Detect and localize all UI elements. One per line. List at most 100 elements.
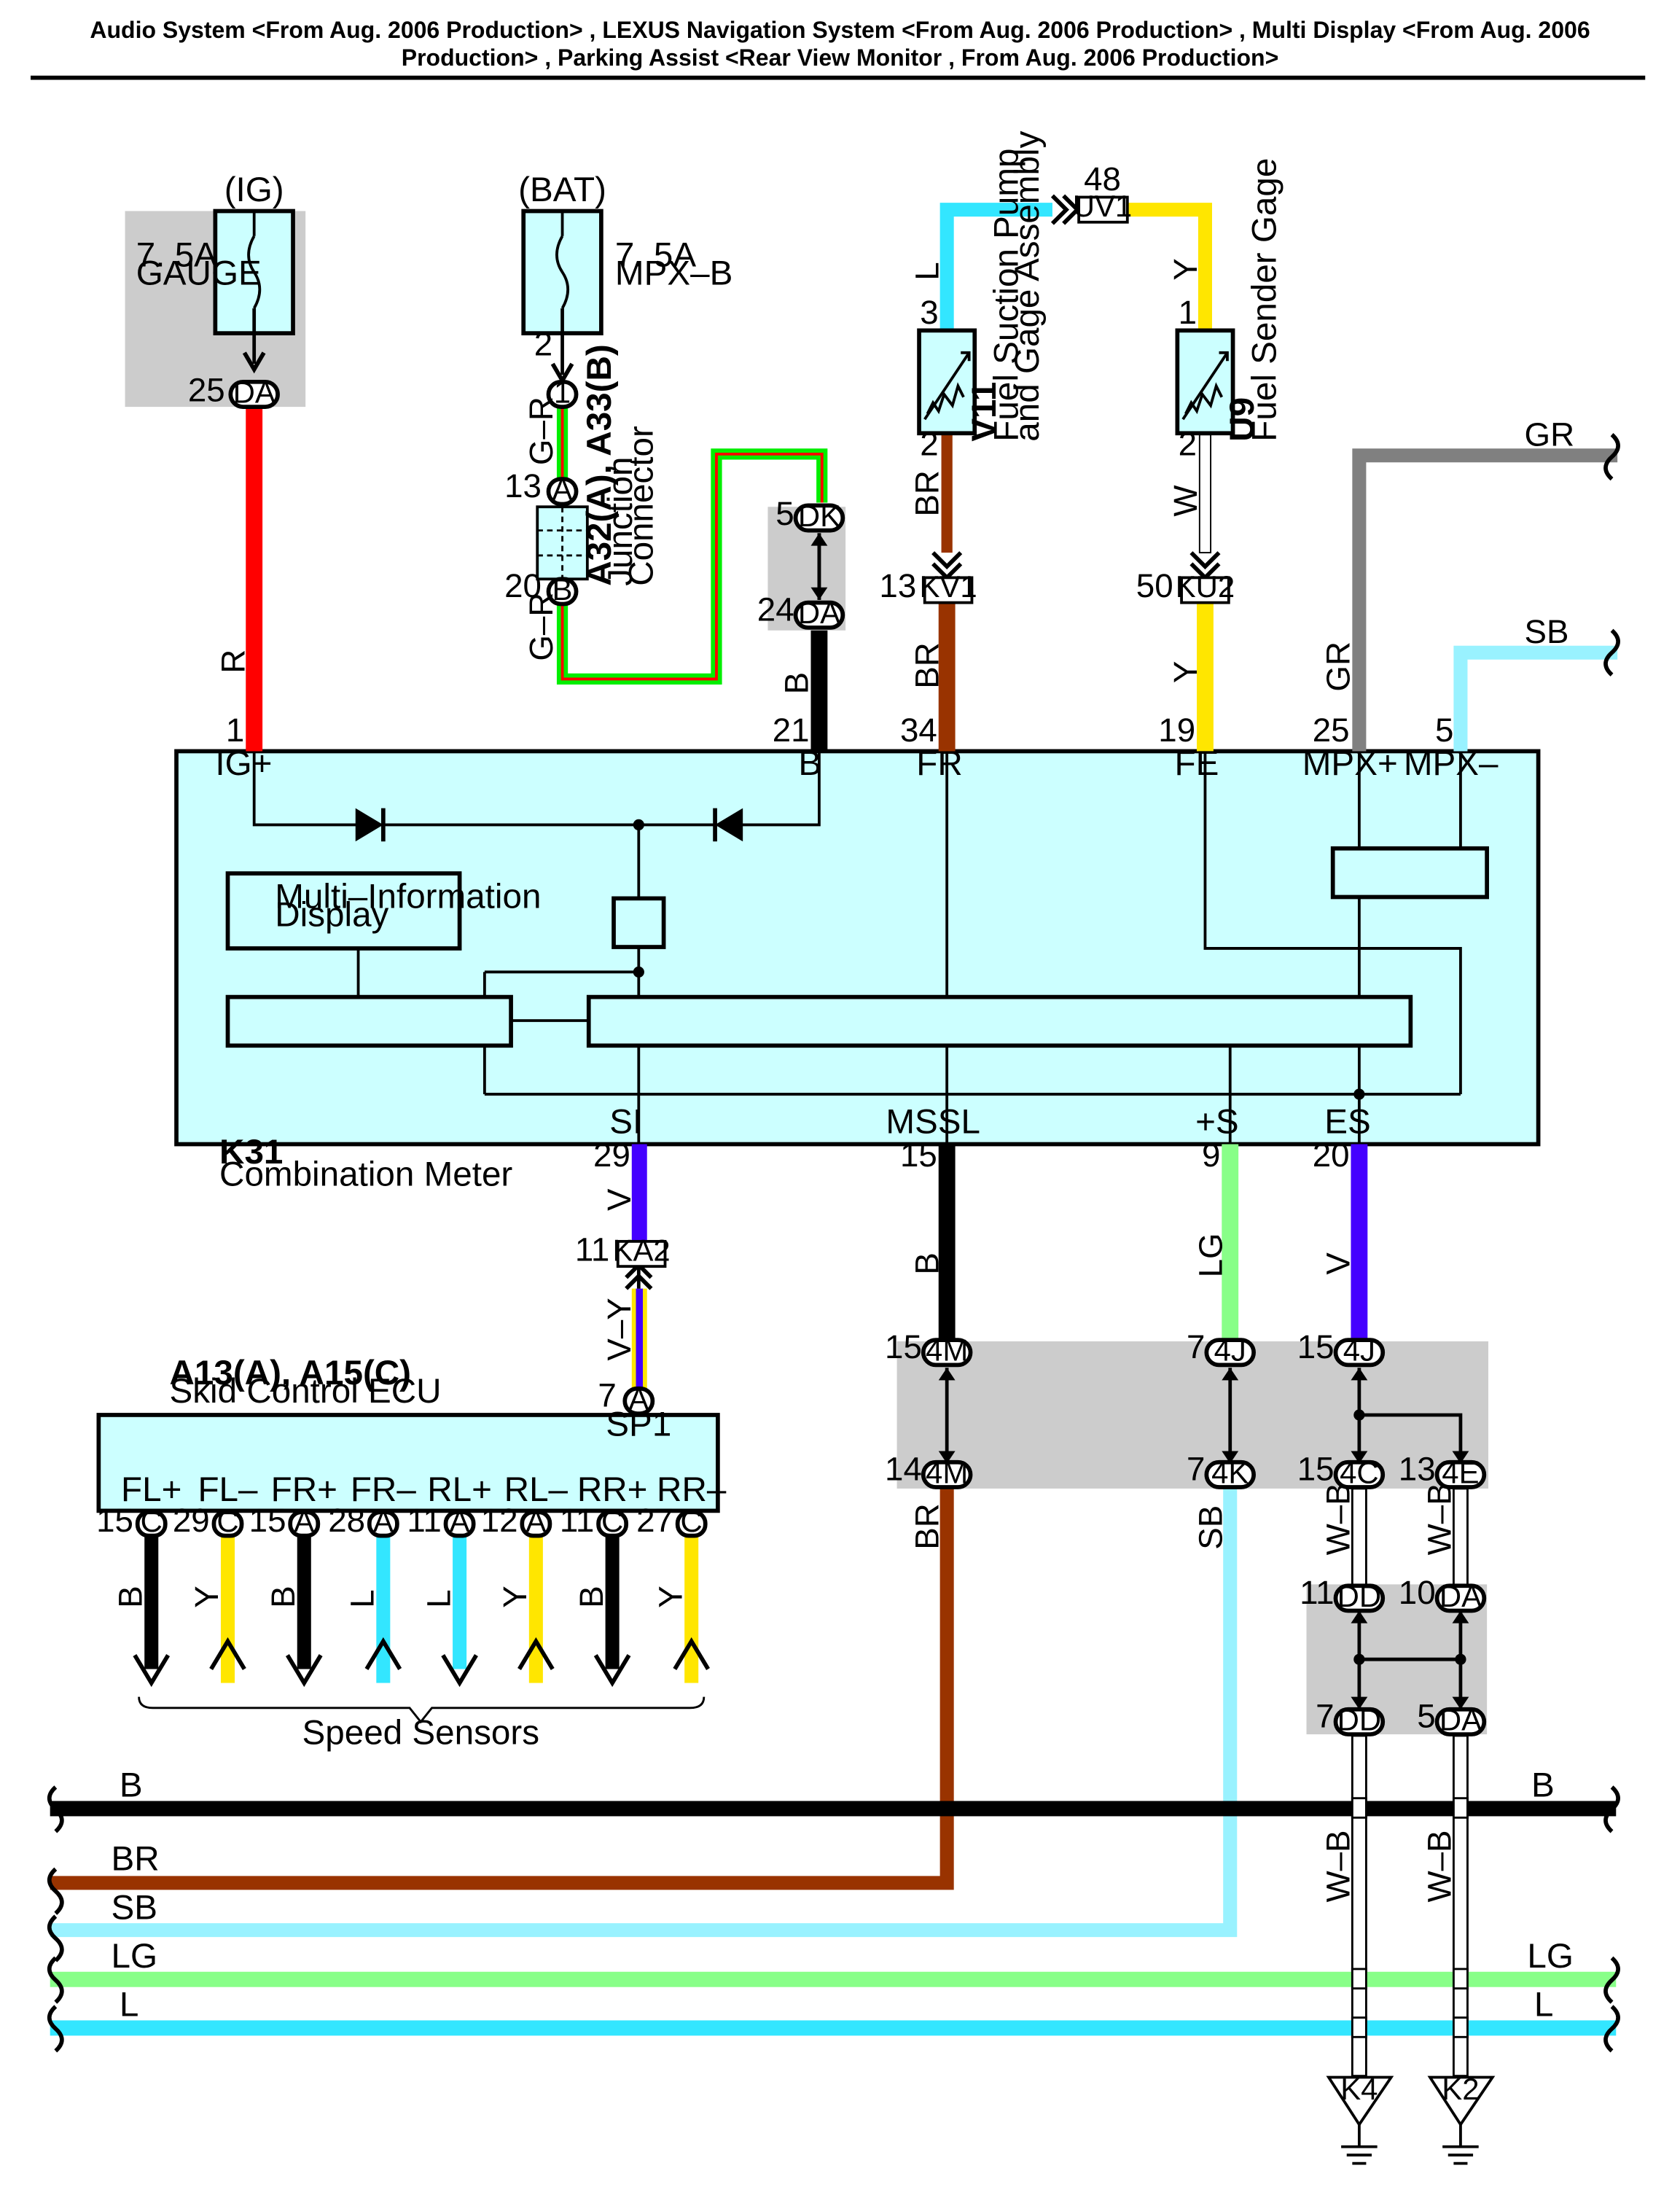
uv1-pin: 48: [1084, 160, 1121, 198]
b-diode-icon: [715, 808, 743, 842]
bus-b: [50, 1801, 1617, 1817]
meter-terminal-s: +S: [1195, 1102, 1239, 1141]
meter-pin-20: 20: [1313, 1137, 1350, 1174]
wire-b-mssl: [938, 1144, 956, 1341]
ka2-id: KA2: [613, 1233, 671, 1268]
kv1-pin: 13: [879, 567, 916, 604]
meter-pin-19: 19: [1158, 712, 1195, 749]
meter-pin-34: 34: [900, 712, 937, 749]
connector-e4-id: 4E: [1442, 1455, 1479, 1489]
skid-ecu-id: A13(A), A15(C): [169, 1354, 411, 1392]
bus-b-right-label: B: [1531, 1766, 1555, 1805]
connector-da24: DA: [793, 596, 845, 630]
j4-b-pin: 15: [1297, 1328, 1335, 1365]
wire-label-br-low: BR: [909, 1503, 946, 1550]
meter-pin-29: 29: [593, 1137, 630, 1174]
meter-pin-25: 25: [1313, 712, 1350, 749]
connector-da10: DA: [1434, 1579, 1487, 1613]
wire-label-sb-low: SB: [1192, 1505, 1229, 1550]
ka2-pin: 11: [575, 1231, 609, 1268]
connector-c1: 1: [546, 375, 579, 409]
wire-label-v-si: V: [601, 1188, 638, 1211]
connector-e4: 4E: [1434, 1455, 1487, 1489]
skid-ecu-pin-name: FR–: [351, 1470, 416, 1509]
wire-l-uv1: [939, 203, 1052, 331]
meter-terminal-fe: FE: [1175, 744, 1219, 783]
wire-label-l: L: [909, 262, 946, 280]
meter-terminal-si: SI: [609, 1102, 642, 1141]
u9-resistor-icon: [1184, 382, 1224, 415]
connector-m4-bot: 4M: [921, 1455, 973, 1489]
ku2-pin: 50: [1136, 567, 1173, 604]
wire-label-r: R: [214, 650, 251, 674]
wire-label-w: W: [1167, 485, 1204, 516]
connector-da25-id: DA: [233, 375, 276, 409]
skid-ecu-pin-connector: C: [681, 1504, 703, 1538]
skid-ecu-wire-color: B: [265, 1586, 302, 1607]
connector-dd7: DD: [1333, 1702, 1386, 1736]
wire-label-b-mssl: B: [909, 1252, 946, 1274]
c4-pin: 15: [1297, 1450, 1335, 1487]
skid-ecu-pin-connector: C: [601, 1504, 623, 1538]
a32-pin: 13: [504, 467, 542, 504]
gr-wire-break-icon: [1603, 433, 1620, 481]
connector-j4-b: 4J: [1333, 1333, 1386, 1368]
wire-label-b-top: B: [778, 672, 816, 694]
bat-fuse-rating: 7. 5A: [615, 236, 696, 275]
v11-name-line1: Fuel Suction Pump: [987, 148, 1025, 441]
connector-da10-id: DA: [1439, 1579, 1482, 1613]
meter-terminal-es: ES: [1324, 1102, 1371, 1141]
m4-top-pin: 15: [885, 1328, 922, 1365]
display-driver-block: [225, 994, 513, 1048]
da10-pin: 10: [1399, 1574, 1436, 1611]
wire-y-uv1: [1127, 203, 1212, 331]
sb-wire-break-icon: [1603, 628, 1620, 677]
connector-j4-a-id: 4J: [1214, 1333, 1246, 1368]
speed-sensors-label: Speed Sensors: [302, 1713, 539, 1752]
skid-ecu-body: [96, 1413, 720, 1513]
wire-v-y: [631, 1288, 647, 1389]
bat-fuse-name: MPX–B: [615, 254, 732, 292]
ka2-connector: [616, 1239, 667, 1268]
skid-ecu-pin-number: 15: [249, 1502, 286, 1539]
meter-pin-5: 5: [1435, 712, 1453, 749]
skid-ecu-wire-color: L: [344, 1589, 381, 1607]
wire-label-sb-right: SB: [1525, 613, 1569, 650]
bus-lg-right-label: LG: [1527, 1937, 1574, 1976]
gauge-fuse-element-icon: [247, 235, 262, 309]
uv1-id: UV1: [1073, 189, 1133, 223]
wire-label-w-b-1: W–B: [1320, 1483, 1357, 1555]
regulator-block: [612, 896, 666, 949]
skid-ecu-terminal: SP1: [606, 1406, 671, 1444]
wire-br-fr: [938, 602, 956, 752]
skid-ecu-wire-color: Y: [652, 1586, 689, 1607]
skid-ecu-pin-connector: C: [216, 1504, 238, 1538]
wire-sb-low: [50, 1488, 1238, 1938]
connector-sp1a: A: [622, 1381, 655, 1416]
meter-id: K31: [219, 1133, 283, 1172]
uv1-connector: [1077, 195, 1129, 224]
wire-label-v-es: V: [1320, 1252, 1357, 1275]
meter-internal-wiring: [252, 751, 1462, 1145]
connector-j4-b-id: 4J: [1343, 1333, 1375, 1368]
skid-ecu-pin-name: RL+: [427, 1470, 492, 1509]
meter-terminal-b: B: [798, 744, 821, 783]
speed-sensors-brace: [138, 1696, 706, 1724]
connector-k4: 4K: [1204, 1455, 1256, 1489]
bus-lg-left-label: LG: [111, 1937, 157, 1976]
kv1-id: KV1: [919, 569, 977, 604]
meter-pin-15: 15: [900, 1137, 937, 1174]
ig-fuse-name: GAUGE: [136, 254, 262, 292]
skid-ecu-wire-color: Y: [188, 1586, 225, 1607]
multi-information-display-block: [225, 871, 462, 951]
meter-terminal-mpx-minus: MPX–: [1404, 744, 1499, 783]
title-line-2: Production> , Parking Assist <Rear View …: [401, 44, 1279, 71]
u9-pin-top: 1: [1179, 294, 1197, 331]
skid-ecu-wire-color: Y: [496, 1586, 534, 1607]
u9-variable-arrow-icon: [1181, 351, 1229, 421]
wire-label-gr-vertical: GR: [1320, 642, 1357, 692]
